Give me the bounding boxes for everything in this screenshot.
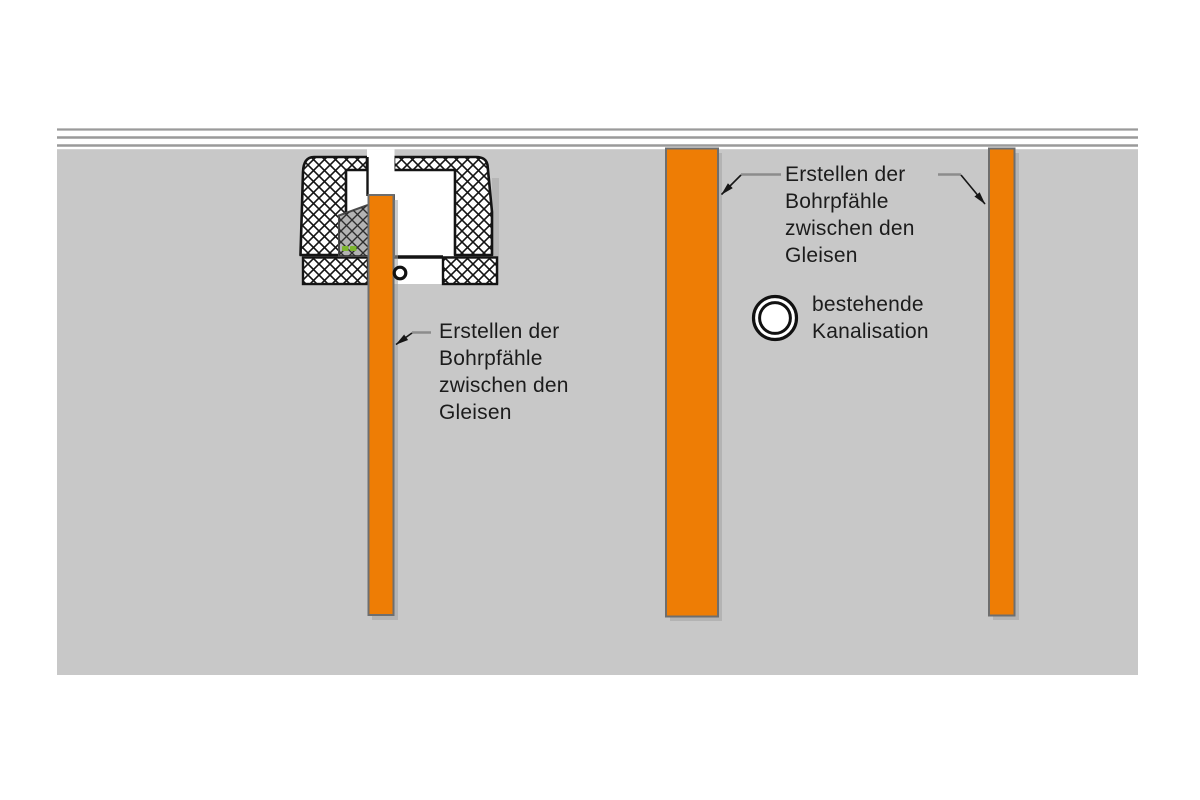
label-line: Gleisen <box>785 244 858 267</box>
pile-right <box>988 147 1019 620</box>
label-line: zwischen den <box>439 374 569 397</box>
label-sewer: bestehende Kanalisation <box>812 291 929 345</box>
leader-middle-arrow <box>720 174 742 196</box>
label-line: Gleisen <box>439 401 512 424</box>
pile-right-body <box>988 147 1016 617</box>
pile-left-body <box>367 194 395 616</box>
leader-left-arrow <box>395 332 413 346</box>
label-line: Bohrpfähle <box>439 347 543 370</box>
label-line: zwischen den <box>785 217 915 240</box>
label-line: Bohrpfähle <box>785 190 889 213</box>
sewer-inner-ring <box>758 301 792 335</box>
ground-section <box>57 149 1138 675</box>
label-pile-left: Erstellen der Bohrpfähle zwischen den Gl… <box>439 318 569 426</box>
small-pipe-section <box>392 265 408 281</box>
culvert-right-wall <box>392 155 494 257</box>
culvert-right-footing <box>441 256 499 286</box>
leader-lines <box>395 173 986 346</box>
green-marker-right <box>350 246 357 251</box>
label-pile-between: Erstellen der Bohrpfähle zwischen den Gl… <box>785 161 915 269</box>
leader-right-arrow <box>960 174 986 205</box>
pile-middle-body <box>665 147 719 618</box>
track-surface-lines <box>57 128 1138 147</box>
green-marker-left <box>342 246 349 251</box>
pile-left <box>367 194 398 620</box>
pile-middle <box>665 147 722 621</box>
label-line: Erstellen der <box>439 320 560 343</box>
pile-bore-opening <box>367 149 395 196</box>
label-line: Erstellen der <box>785 163 906 186</box>
sewer-symbol <box>751 294 799 342</box>
culvert-shadow <box>492 178 499 284</box>
culvert-structure <box>299 149 499 286</box>
culvert-left-wall <box>299 155 369 257</box>
label-line: Kanalisation <box>812 320 929 343</box>
culvert-left-footing <box>301 256 370 286</box>
label-line: bestehende <box>812 293 924 316</box>
